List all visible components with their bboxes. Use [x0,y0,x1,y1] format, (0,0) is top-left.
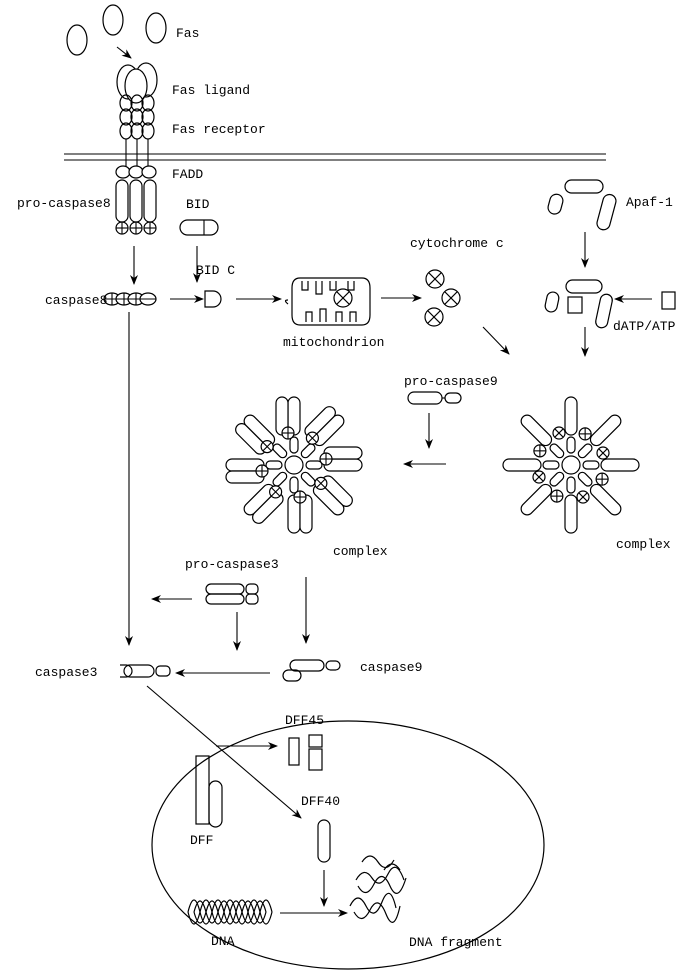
bid-c-shape [205,291,221,307]
caspase3-shape [120,665,170,677]
label-bid: BID [186,197,210,212]
mitochondrion-shape [286,278,371,325]
arrows [129,232,652,913]
label-fas-ligand: Fas ligand [172,83,250,98]
label-dff40: DFF40 [301,794,340,809]
cytochrome-c-shapes [425,270,460,326]
label-pro-caspase9: pro-caspase9 [404,374,498,389]
apoptosome-shape [544,280,613,329]
label-mitochondrion: mitochondrion [283,335,384,350]
label-cytochrome-c: cytochrome c [410,236,504,251]
pro-caspase3-shape [206,584,258,604]
label-fas: Fas [176,26,199,41]
cell-membrane [64,154,606,160]
label-datp-atp: dATP/ATP [613,319,676,334]
label-apaf1: Apaf-1 [626,195,673,210]
complex-right-shape [503,397,639,533]
label-fadd: FADD [172,167,203,182]
dna-shape [188,900,272,924]
fas-ligand-shapes [67,5,166,103]
label-dff: DFF [190,833,213,848]
label-dff45: DFF45 [285,713,324,728]
label-dna-fragment: DNA fragment [409,935,503,950]
label-bid-c: BID C [196,263,235,278]
label-pro-caspase8: pro-caspase8 [17,196,111,211]
labels: Fas Fas ligand Fas receptor FADD pro-cas… [17,26,676,950]
bid-shape [180,220,218,235]
caspase9-shape [283,660,340,681]
dna-fragment-shape [350,856,406,922]
pro-caspase9-shape [408,392,461,404]
dff40-shape [318,820,330,862]
dff-shape [196,756,222,827]
label-caspase3: caspase3 [35,665,97,680]
label-complex-left: complex [333,544,388,559]
dff45-shape [289,735,322,770]
datp-shape [662,292,675,309]
label-caspase9: caspase9 [360,660,422,675]
fadd-pro-caspase8-shapes [116,166,156,234]
label-pro-caspase3: pro-caspase3 [185,557,279,572]
apaf1-shape [547,180,618,231]
fas-receptor-shapes [120,95,154,168]
label-caspase8: caspase8 [45,293,107,308]
complex-left-shape [226,397,362,533]
label-complex-right: complex [616,537,671,552]
caspase8-shape [104,293,156,305]
label-fas-receptor: Fas receptor [172,122,266,137]
label-dna: DNA [211,934,235,949]
